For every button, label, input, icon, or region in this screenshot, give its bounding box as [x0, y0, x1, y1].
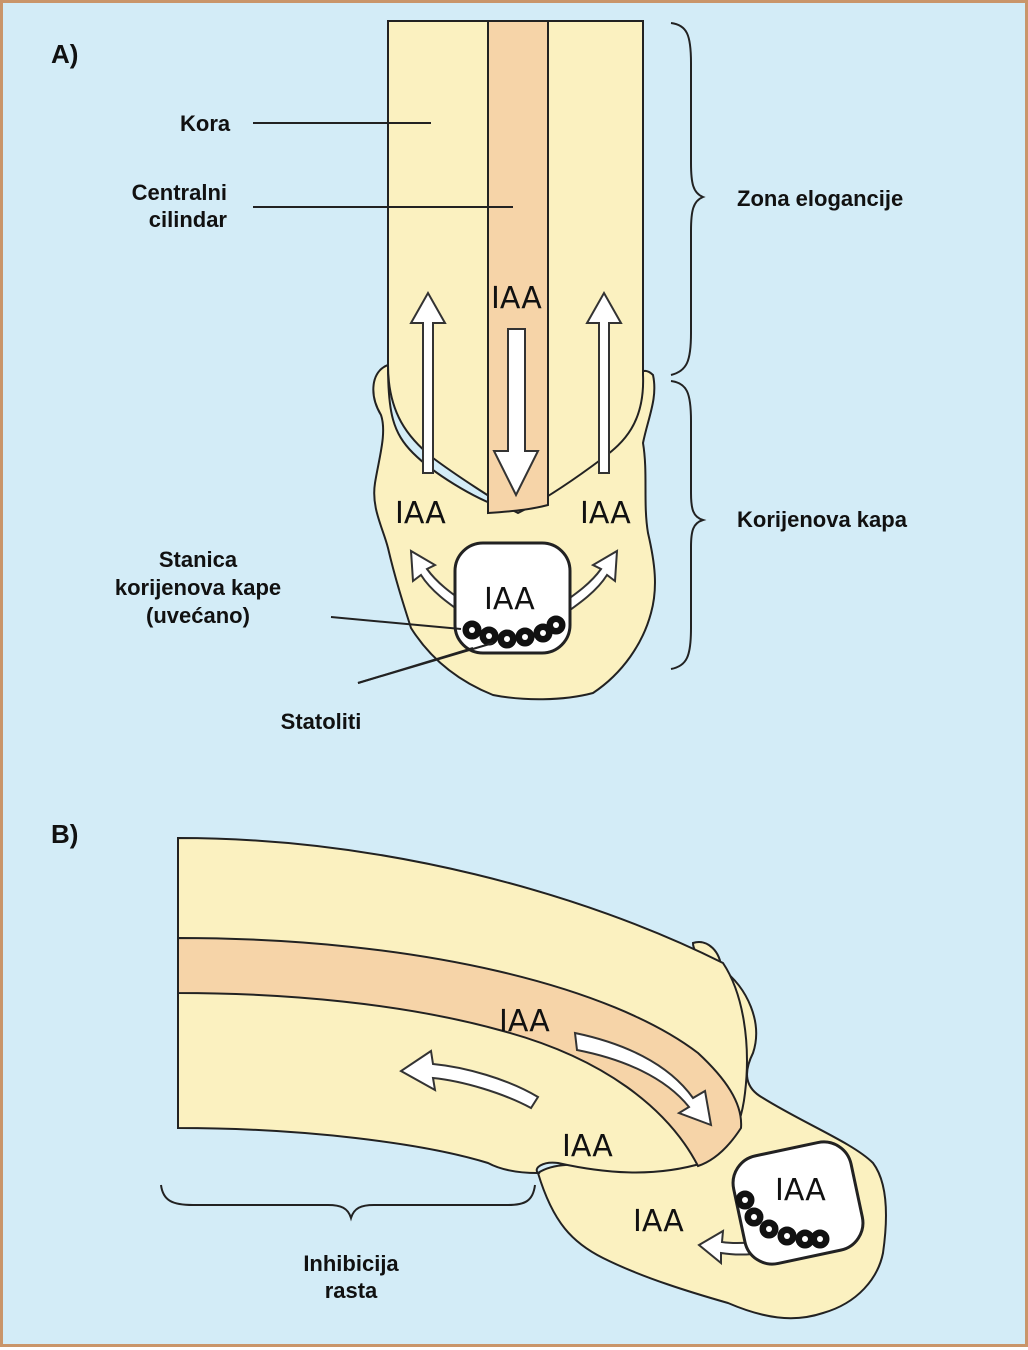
- statolith-highlight: [766, 1226, 772, 1232]
- iaa-label-cap-b: IAA: [633, 1204, 684, 1239]
- brace-korijenova-kapa: [671, 381, 703, 669]
- root-gravitropism-diagram: A) IAA IAA IAA IAA: [3, 3, 1028, 1350]
- iaa-label-left-a: IAA: [395, 496, 446, 531]
- statolith-highlight: [522, 634, 528, 640]
- statolith-highlight: [540, 630, 546, 636]
- statolith-highlight: [469, 627, 475, 633]
- statolith-highlight: [751, 1214, 757, 1220]
- panel-a-label: A): [51, 39, 78, 69]
- label-centralni-line2: cilindar: [149, 207, 228, 232]
- label-statoliti: Statoliti: [281, 709, 362, 734]
- statolith-highlight: [504, 636, 510, 642]
- panel-b-label: B): [51, 819, 78, 849]
- statolith-highlight: [486, 633, 492, 639]
- iaa-label-cylinder-a: IAA: [491, 281, 542, 316]
- label-centralni-line1: Centralni: [132, 180, 227, 205]
- label-stanica-line2: korijenova kape: [115, 575, 281, 600]
- brace-zona-elogancije: [671, 23, 703, 375]
- statolith-highlight: [802, 1236, 808, 1242]
- iaa-label-cell-b: IAA: [775, 1173, 826, 1208]
- label-zona-elogancije: Zona elogancije: [737, 186, 903, 211]
- iaa-label-cortex-b: IAA: [562, 1129, 613, 1164]
- iaa-label-right-a: IAA: [580, 496, 631, 531]
- statolith-highlight: [553, 622, 559, 628]
- label-stanica-line1: Stanica: [159, 547, 238, 572]
- statolith-highlight: [784, 1233, 790, 1239]
- statolith-highlight: [817, 1236, 823, 1242]
- label-inhibicija-line1: Inhibicija: [303, 1251, 399, 1276]
- brace-inhibicija-rasta: [161, 1185, 535, 1218]
- iaa-label-cell-a: IAA: [484, 582, 535, 617]
- statolith-highlight: [742, 1197, 748, 1203]
- label-korijenova-kapa: Korijenova kapa: [737, 507, 908, 532]
- label-inhibicija-line2: rasta: [325, 1278, 378, 1303]
- iaa-label-cylinder-b: IAA: [499, 1004, 550, 1039]
- label-kora: Kora: [180, 111, 231, 136]
- label-stanica-line3: (uvećano): [146, 603, 250, 628]
